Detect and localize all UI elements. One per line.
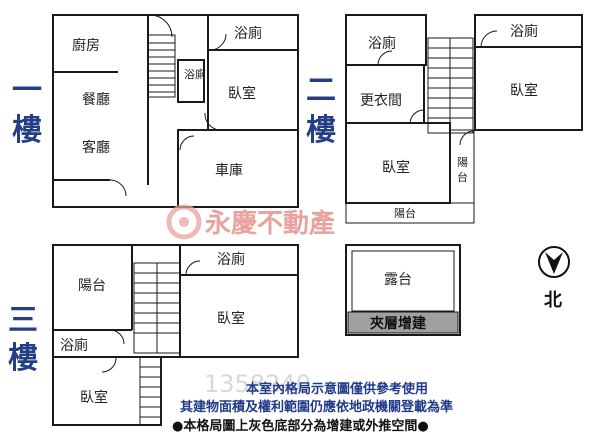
watermark-number: 1358240 bbox=[204, 370, 311, 398]
room-balcony-2a-b: 台 bbox=[457, 170, 468, 184]
room-balcony-3: 陽台 bbox=[78, 278, 106, 294]
room-bedroom-3b: 臥室 bbox=[80, 389, 108, 406]
room-wc-small-top: 浴廁 bbox=[184, 67, 206, 81]
north-arrow-icon bbox=[538, 246, 570, 278]
room-bath-3a: 浴廁 bbox=[217, 251, 245, 268]
room-garage: 車庫 bbox=[215, 162, 243, 179]
room-balcony-2b: 陽台 bbox=[394, 206, 416, 220]
room-bedroom-2b: 臥室 bbox=[382, 159, 410, 176]
room-dining: 餐廳 bbox=[82, 91, 110, 108]
room-balcony-2a: 陽 bbox=[457, 156, 468, 169]
watermark-logo-icon bbox=[166, 204, 202, 240]
loft-addition-label: 夾層增建 bbox=[370, 315, 426, 332]
room-bedroom: 臥室 bbox=[228, 85, 256, 102]
room-terrace: 露台 bbox=[384, 272, 412, 288]
floor-3-label-b: 樓 bbox=[8, 341, 38, 376]
floor-1-label-a: 一 bbox=[12, 73, 42, 108]
floor-3-plan bbox=[52, 244, 299, 426]
terrace-plan bbox=[345, 244, 461, 336]
room-bedroom-2a: 臥室 bbox=[510, 82, 538, 99]
room-living: 客廳 bbox=[82, 139, 110, 156]
floor-2-plan bbox=[345, 14, 583, 224]
note-line-1: 本室內格局示意圖僅供參考使用 bbox=[246, 381, 428, 397]
floor-2-label-a: 二 bbox=[306, 73, 336, 108]
floor-2-label-b: 樓 bbox=[306, 113, 336, 148]
watermark-brand: 永慶不動產 bbox=[205, 208, 335, 239]
room-bath: 浴廁 bbox=[234, 25, 262, 42]
room-bath-2a: 浴廁 bbox=[368, 35, 396, 52]
north-label: 北 bbox=[544, 290, 562, 311]
room-bath-2b: 浴廁 bbox=[510, 23, 538, 40]
note-line-3: ●本格局圖上灰色底部分為增建或外推空間● bbox=[172, 418, 429, 434]
room-dressing: 更衣間 bbox=[360, 93, 402, 109]
room-bath-3b: 浴廁 bbox=[60, 337, 88, 354]
floor-1-label-b: 樓 bbox=[12, 113, 42, 148]
room-kitchen: 廚房 bbox=[72, 37, 100, 54]
note-line-2: 其建物面積及權利範圍仍應依地政機關登載為準 bbox=[180, 399, 453, 415]
room-bedroom-3a: 臥室 bbox=[217, 310, 245, 327]
floor-3-label-a: 三 bbox=[8, 303, 38, 338]
